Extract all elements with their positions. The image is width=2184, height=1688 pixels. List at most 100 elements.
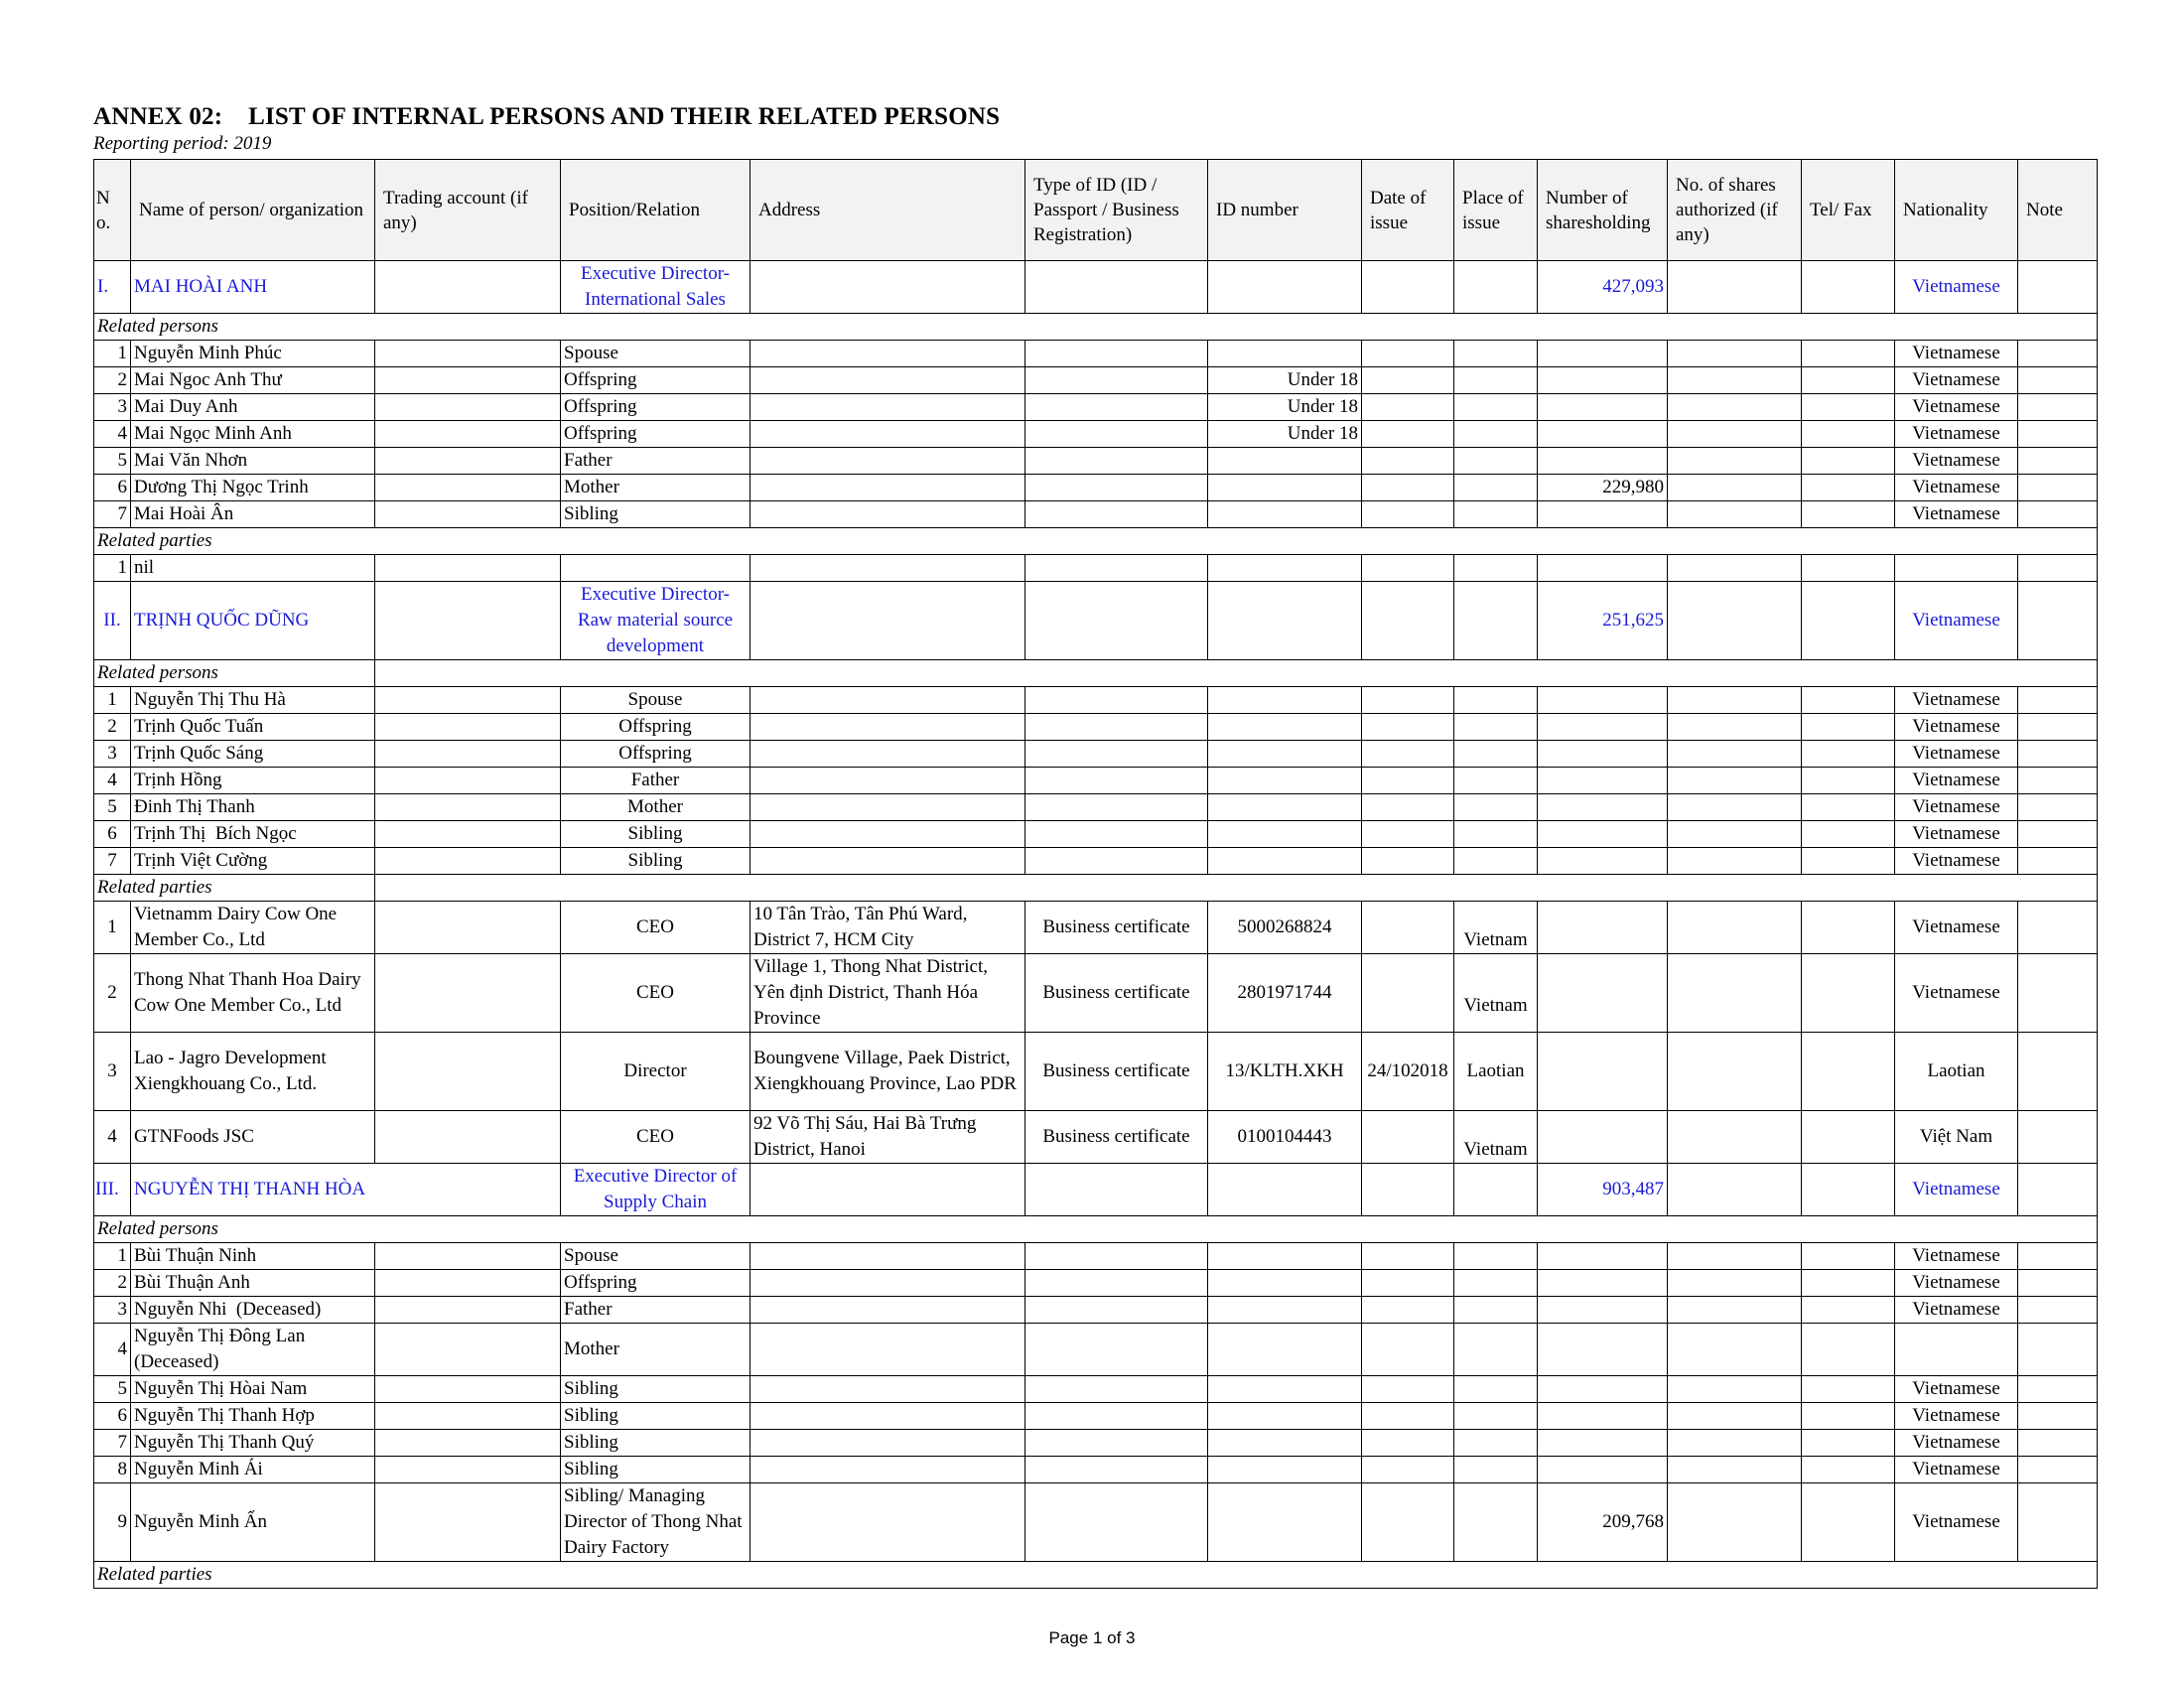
related-person-row: 4 Mai Ngọc Minh Anh Offspring Under 18 V… bbox=[93, 420, 2098, 448]
related-person-row: 2 Mai Ngoc Anh Thư Offspring Under 18 Vi… bbox=[93, 366, 2098, 394]
place-of-issue: Vietnam bbox=[1453, 953, 1538, 1033]
nationality: Vietnamese bbox=[1894, 1242, 2018, 1270]
nationality: Việt Nam bbox=[1894, 1110, 2018, 1164]
id-number: 0100104443 bbox=[1207, 1110, 1362, 1164]
related-person-row: 3 Nguyễn Nhi (Deceased) Father Vietnames… bbox=[93, 1296, 2098, 1324]
person-name: Nguyễn Nhi (Deceased) bbox=[130, 1296, 375, 1324]
nationality: Vietnamese bbox=[1894, 474, 2018, 501]
person-name: Bùi Thuận Ninh bbox=[130, 1242, 375, 1270]
id-number: 13/KLTH.XKH bbox=[1207, 1032, 1362, 1111]
person-name: Trịnh Quốc Sáng bbox=[130, 740, 375, 768]
relation: Sibling bbox=[560, 1456, 751, 1483]
person-name: Trịnh Việt Cường bbox=[130, 847, 375, 875]
row-number: 2 bbox=[93, 1269, 131, 1297]
related-person-row: 3 Trịnh Quốc Sáng Offspring Vietnamese bbox=[93, 740, 2098, 768]
address: 10 Tân Trào, Tân Phú Ward, District 7, H… bbox=[750, 901, 1025, 954]
person-name: Mai Duy Anh bbox=[130, 393, 375, 421]
internal-person-nationality: Vietnamese bbox=[1894, 260, 2018, 314]
person-name: Trịnh Thị Bích Ngọc bbox=[130, 820, 375, 848]
related-person-row: 2 Bùi Thuận Anh Offspring Vietnamese bbox=[93, 1269, 2098, 1297]
row-number: 3 bbox=[93, 1032, 131, 1111]
shareholding: 209,768 bbox=[1537, 1482, 1668, 1562]
nationality: Vietnamese bbox=[1894, 713, 2018, 741]
row-number: 1 bbox=[93, 686, 131, 714]
relation: Sibling bbox=[560, 1402, 751, 1430]
related-party-row: 1 Vietnamm Dairy Cow One Member Co., Ltd… bbox=[93, 901, 2098, 954]
nationality: Vietnamese bbox=[1894, 393, 2018, 421]
row-number: 4 bbox=[93, 1323, 131, 1376]
related-person-row: 5 Đinh Thị Thanh Mother Vietnamese bbox=[93, 793, 2098, 821]
internal-person-position: Executive Director- International Sales bbox=[560, 260, 751, 314]
relation: Mother bbox=[560, 793, 751, 821]
party-name: Lao - Jagro Development Xiengkhouang Co.… bbox=[130, 1032, 375, 1111]
relation: Spouse bbox=[560, 1242, 751, 1270]
relation: Offspring bbox=[560, 366, 751, 394]
row-number: 5 bbox=[93, 1375, 131, 1403]
date-of-issue bbox=[1361, 901, 1454, 954]
internal-person-row: III. NGUYỄN THỊ THANH HÒA Executive Dire… bbox=[93, 1163, 2098, 1216]
address: Village 1, Thong Nhat District, Yên định… bbox=[750, 953, 1025, 1033]
col-header-shareholding: Number of sharesholding bbox=[1537, 159, 1668, 261]
relation: Mother bbox=[560, 474, 751, 501]
nationality: Vietnamese bbox=[1894, 847, 2018, 875]
row-number: 3 bbox=[93, 393, 131, 421]
row-number: 7 bbox=[93, 1429, 131, 1457]
reporting-period: Reporting period: 2019 bbox=[93, 133, 272, 154]
person-name: Dương Thị Ngọc Trinh bbox=[130, 474, 375, 501]
col-header-trading-account: Trading account (if any) bbox=[374, 159, 561, 261]
row-number: 4 bbox=[93, 420, 131, 448]
person-name: Mai Văn Nhơn bbox=[130, 447, 375, 475]
party-name: GTNFoods JSC bbox=[130, 1110, 375, 1164]
relation: CEO bbox=[560, 901, 751, 954]
person-name: Nguyễn Minh Phúc bbox=[130, 340, 375, 367]
relation: Offspring bbox=[560, 420, 751, 448]
date-of-issue bbox=[1361, 953, 1454, 1033]
row-number: 8 bbox=[93, 1456, 131, 1483]
related-person-row: 5 Mai Văn Nhơn Father Vietnamese bbox=[93, 447, 2098, 475]
id-type: Business certificate bbox=[1024, 953, 1208, 1033]
col-header-shares-authorized: No. of shares authorized (if any) bbox=[1667, 159, 1802, 261]
section-number: II. bbox=[93, 581, 131, 660]
internal-person-position: Executive Director of Supply Chain bbox=[560, 1163, 751, 1216]
col-header-id-number: ID number bbox=[1207, 159, 1362, 261]
row-number: 9 bbox=[93, 1482, 131, 1562]
internal-person-nationality: Vietnamese bbox=[1894, 1163, 2018, 1216]
nationality: Vietnamese bbox=[1894, 500, 2018, 528]
shareholding: 229,980 bbox=[1537, 474, 1668, 501]
row-number: 4 bbox=[93, 767, 131, 794]
related-person-row: 4 Nguyễn Thị Đông Lan (Deceased) Mother bbox=[93, 1323, 2098, 1376]
row-number: 7 bbox=[93, 500, 131, 528]
relation: CEO bbox=[560, 953, 751, 1033]
related-party-row: 3 Lao - Jagro Development Xiengkhouang C… bbox=[93, 1032, 2098, 1111]
address: 92 Võ Thị Sáu, Hai Bà Trưng District, Ha… bbox=[750, 1110, 1025, 1164]
row-number: 6 bbox=[93, 474, 131, 501]
document-title: ANNEX 02: LIST OF INTERNAL PERSONS AND T… bbox=[93, 103, 1001, 130]
related-person-row: 7 Nguyễn Thị Thanh Quý Sibling Vietnames… bbox=[93, 1429, 2098, 1457]
nationality: Vietnamese bbox=[1894, 1456, 2018, 1483]
row-number: 1 bbox=[93, 1242, 131, 1270]
person-name: Nguyễn Thị Hòai Nam bbox=[130, 1375, 375, 1403]
row-number: 1 bbox=[93, 901, 131, 954]
relation: Sibling bbox=[560, 1429, 751, 1457]
date-of-issue bbox=[1361, 1110, 1454, 1164]
related-party-row: 4 GTNFoods JSC CEO 92 Võ Thị Sáu, Hai Bà… bbox=[93, 1110, 2098, 1164]
relation: Director bbox=[560, 1032, 751, 1111]
person-name: Đinh Thị Thanh bbox=[130, 793, 375, 821]
place-of-issue: Laotian bbox=[1453, 1032, 1538, 1111]
row-number: 2 bbox=[93, 713, 131, 741]
internal-person-row: I. MAI HOÀI ANH Executive Director- Inte… bbox=[93, 260, 2098, 314]
related-party-row: 1 nil bbox=[93, 554, 2098, 582]
nationality: Vietnamese bbox=[1894, 1402, 2018, 1430]
internal-persons-table: N o. Name of person/ organization Tradin… bbox=[93, 159, 2098, 1589]
related-person-row: 6 Nguyễn Thị Thanh Hợp Sibling Vietnames… bbox=[93, 1402, 2098, 1430]
relation: Sibling bbox=[560, 500, 751, 528]
nationality bbox=[1894, 1323, 2018, 1376]
col-header-nationality: Nationality bbox=[1894, 159, 2018, 261]
nationality: Vietnamese bbox=[1894, 793, 2018, 821]
person-name: Trịnh Hồng bbox=[130, 767, 375, 794]
internal-person-row: II. TRỊNH QUỐC DŨNG Executive Director- … bbox=[93, 581, 2098, 660]
col-header-id-type: Type of ID (ID / Passport / Business Reg… bbox=[1024, 159, 1208, 261]
nationality: Vietnamese bbox=[1894, 447, 2018, 475]
relation: CEO bbox=[560, 1110, 751, 1164]
related-parties-label: Related parties bbox=[93, 874, 375, 902]
